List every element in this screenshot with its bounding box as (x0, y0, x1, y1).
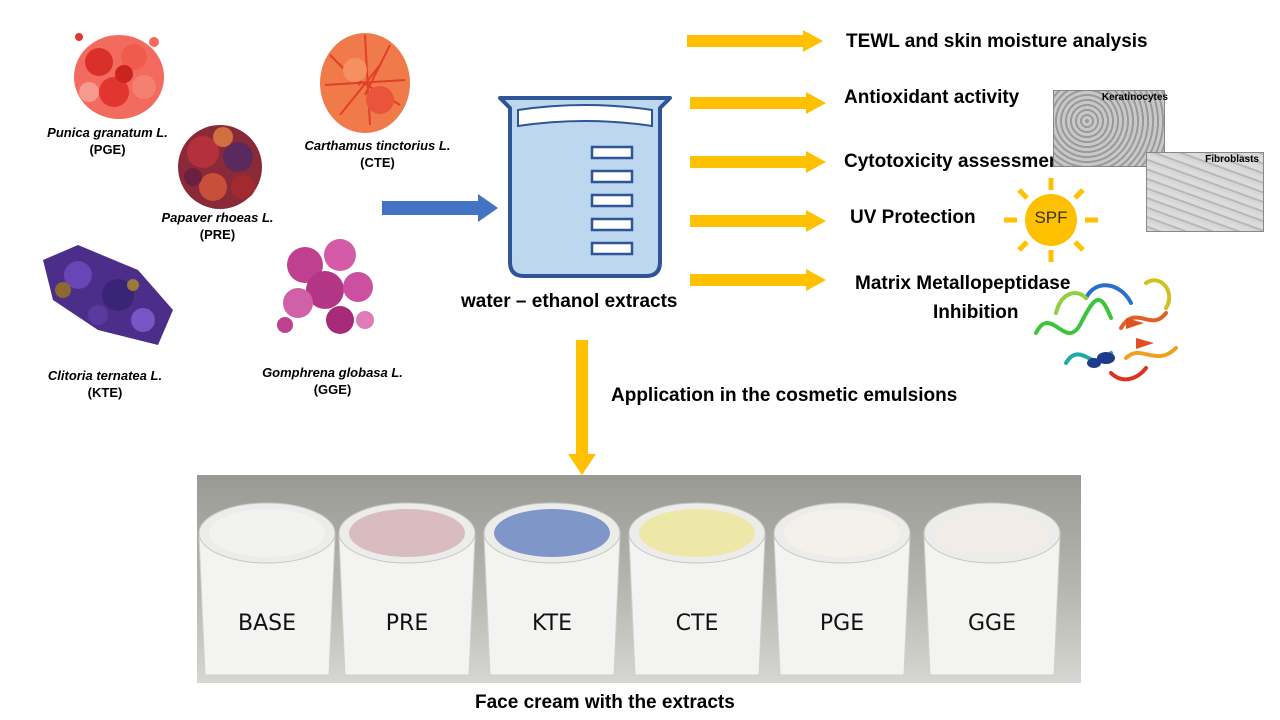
sun-icon (1004, 178, 1098, 262)
result-tewl: TEWL and skin moisture analysis (846, 31, 1148, 52)
yellow-arrow-icon (690, 151, 826, 173)
papaver-flower-image (178, 125, 262, 209)
plant-name: Gomphrena globasa L. (262, 365, 403, 380)
plant-label-gge: Gomphrena globasa L. (GGE) (250, 364, 415, 398)
yellow-arrow-icon (690, 269, 826, 291)
blue-arrow-icon (382, 194, 498, 222)
cream-jar: CTE (628, 502, 766, 676)
plant-name: Carthamus tinctorius L. (304, 138, 451, 153)
plant-name: Papaver rhoeas L. (161, 210, 274, 225)
plant-label-kte: Clitoria ternatea L. (KTE) (25, 367, 185, 401)
beaker-icon (498, 96, 672, 278)
yellow-arrow-icon (690, 92, 826, 114)
jar-label: CTE (676, 611, 719, 636)
jar-label: PGE (820, 611, 864, 636)
plant-code: (PGE) (89, 142, 126, 157)
jar-label: KTE (532, 611, 572, 636)
fibroblasts-image: Fibroblasts (1146, 152, 1264, 232)
gomphrena-flower-image (277, 239, 374, 334)
cream-jar: KTE (483, 502, 621, 676)
result-mmp: Matrix Metallopeptidase (855, 273, 1071, 294)
yellow-down-arrow-icon (568, 340, 596, 475)
cream-jar: GGE (923, 502, 1061, 676)
yellow-arrow-icon (687, 30, 823, 52)
cream-jar: PRE (338, 502, 476, 676)
cream-jars-photo: BASE PRE KTE CTE PGE GGE (197, 475, 1081, 683)
plant-name: Punica granatum L. (47, 125, 168, 140)
plant-name: Clitoria ternatea L. (47, 368, 163, 383)
photo-caption: Face cream with the extracts (475, 692, 735, 713)
result-uv-protection: UV Protection (850, 207, 976, 228)
jar-label: BASE (238, 611, 296, 636)
yellow-arrow-icon (690, 210, 826, 232)
plant-code: (CTE) (360, 155, 395, 170)
keratinocytes-label: Keratinocytes (1101, 92, 1168, 103)
plant-code: (KTE) (87, 385, 123, 400)
plant-label-pre: Papaver rhoeas L. (PRE) (140, 209, 295, 243)
carthamus-flower-image (320, 33, 410, 133)
plant-code: (GGE) (313, 382, 352, 397)
cream-jar: BASE (198, 502, 336, 676)
pomegranate-flower-image (74, 33, 164, 119)
extract-label: water – ethanol extracts (461, 291, 678, 312)
plant-label-cte: Carthamus tinctorius L. (CTE) (290, 137, 465, 171)
jars-illustration: BASE PRE KTE CTE PGE GGE (198, 502, 1061, 676)
application-label: Application in the cosmetic emulsions (611, 385, 958, 406)
plant-label-pge: Punica granatum L. (PGE) (30, 124, 185, 158)
result-cytotoxicity: Cytotoxicity assessment (844, 151, 1067, 172)
result-mmp-inhibition: Inhibition (933, 302, 1019, 323)
clitoria-flower-image (43, 245, 173, 345)
plant-code: (PRE) (199, 227, 236, 242)
cream-jar: PGE (773, 502, 911, 676)
jar-label: GGE (968, 611, 1016, 636)
protein-structure-icon (1034, 278, 1178, 382)
jar-label: PRE (386, 611, 428, 636)
result-antioxidant: Antioxidant activity (844, 87, 1020, 108)
spf-label: SPF (1034, 208, 1068, 227)
fibroblasts-label: Fibroblasts (1205, 154, 1259, 165)
